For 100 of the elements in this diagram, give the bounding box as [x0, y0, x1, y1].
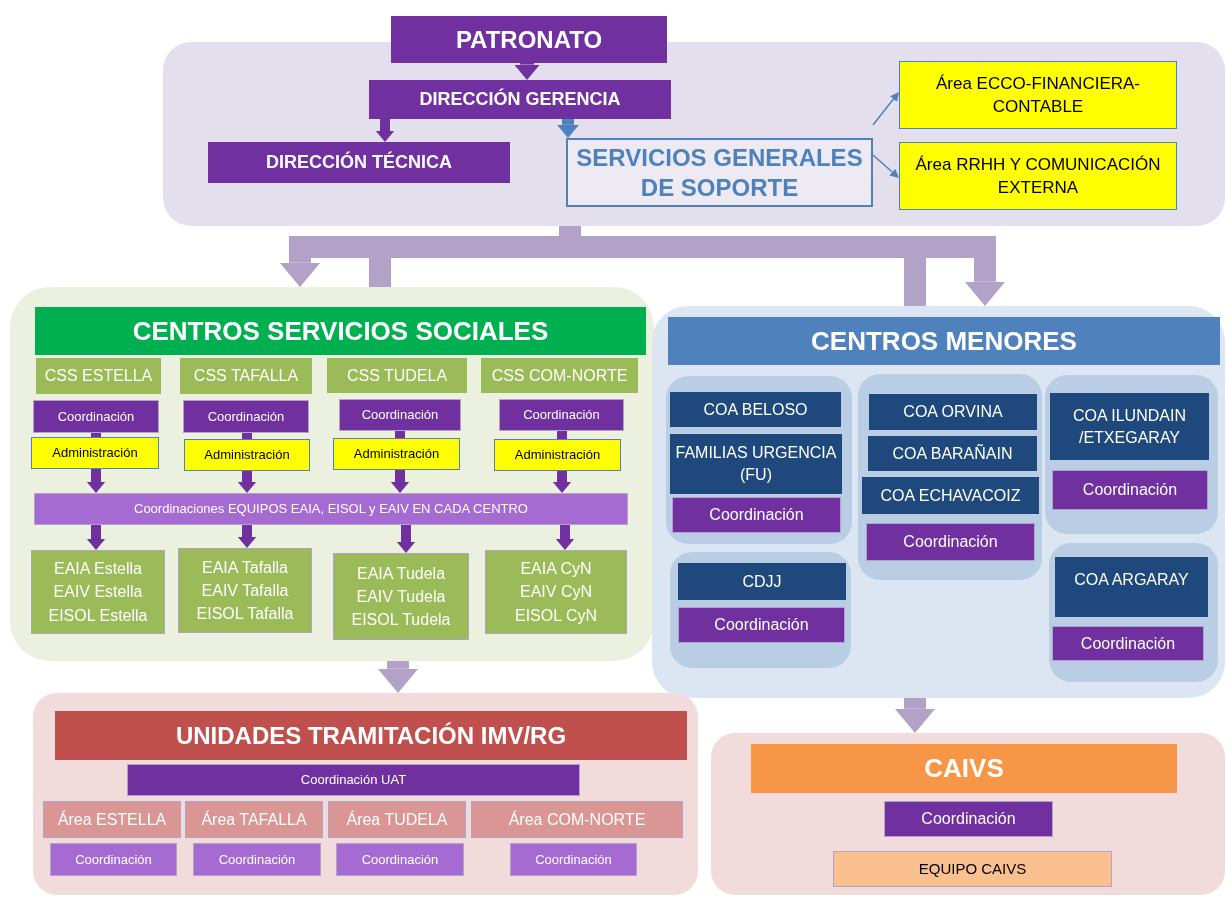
- arrow: [86, 469, 106, 493]
- title-bar: [35, 307, 646, 355]
- connector-line: [91, 433, 101, 437]
- unit-label: COA BARAÑAIN: [892, 443, 1013, 464]
- unit-label: DIRECCIÓN GERENCIA: [419, 87, 621, 111]
- unit-label: Coordinación: [361, 406, 439, 425]
- group-panel: [666, 376, 852, 544]
- arrow: [237, 525, 257, 548]
- connector-line: [557, 431, 567, 439]
- org-box: [369, 80, 671, 119]
- unit-label: COA ILUNDAIN /ETXEGARAY: [1072, 405, 1187, 448]
- org-box: [1055, 557, 1208, 617]
- unit-label: EISOL Tudela: [351, 610, 451, 631]
- unit-label: Coordinación UAT: [300, 771, 407, 790]
- unit-label: Coordinación: [1080, 633, 1176, 654]
- unit-label: Área COM-NORTE: [508, 809, 646, 830]
- unit-label: Administración: [52, 444, 138, 463]
- org-box: [193, 843, 321, 876]
- arrow: [375, 119, 395, 142]
- org-box: [328, 801, 466, 838]
- panel-background: [10, 287, 654, 661]
- arrow: [894, 698, 936, 733]
- org-box: [184, 439, 310, 471]
- org-box: [678, 607, 845, 643]
- org-box: [31, 437, 159, 469]
- org-box: [333, 553, 469, 640]
- unit-label: Coordinación: [57, 407, 135, 426]
- unit-label: Coordinación: [921, 809, 1016, 829]
- unit-label: EISOL Estella: [48, 605, 148, 626]
- unit-label: Coordinación: [218, 850, 296, 869]
- org-box: [31, 550, 165, 634]
- org-box: [127, 764, 580, 796]
- unit-label: EQUIPO CAIVS: [918, 858, 1027, 879]
- org-box: [34, 493, 628, 525]
- unit-label: EAIA Tafalla: [202, 557, 288, 578]
- unit-label: EAIA CyN: [520, 559, 592, 580]
- unit-label: EAIA Tudela: [356, 563, 446, 584]
- group-panel: [670, 552, 851, 668]
- unit-label: Área TAFALLA: [201, 809, 307, 830]
- arrow: [557, 119, 579, 138]
- org-box: [1050, 393, 1209, 460]
- title-bar: [751, 744, 1177, 793]
- unit-label: EAIA Estella: [53, 559, 142, 580]
- title-bar: [668, 317, 1220, 365]
- panel-background: [711, 733, 1225, 895]
- unit-label: Coordinación: [75, 850, 152, 869]
- unit-label: Coordinaciones EQUIPOS EAIA, EISOL y EAIV EN CADA CENTRO: [134, 500, 528, 519]
- org-box: [33, 400, 159, 433]
- unit-label: Coordinación: [523, 406, 600, 425]
- org-box: [36, 358, 161, 394]
- unit-label: Administración: [204, 446, 290, 465]
- org-box: [869, 394, 1037, 430]
- unit-label: COA ARGARAY: [1074, 570, 1189, 590]
- unit-label: COA ECHAVACOIZ: [880, 485, 1021, 506]
- group-panel: [858, 374, 1042, 580]
- unit-label: EISOL CyN: [514, 605, 598, 626]
- org-box: [672, 497, 841, 533]
- arrow: [396, 525, 416, 553]
- unit-label: EISOL Tafalla: [196, 604, 294, 625]
- unit-label: EAIV Tafalla: [201, 580, 289, 601]
- unit-label: CSS COM-NORTE: [491, 365, 628, 386]
- unit-label: PATRONATO: [455, 24, 603, 55]
- unit-label: UNIDADES TRAMITACIÓN IMV/RG: [175, 720, 567, 751]
- unit-label: Área ESTELLA: [57, 809, 167, 830]
- org-box: [866, 523, 1035, 561]
- arrow: [552, 471, 572, 493]
- unit-label: DIRECCIÓN TÉCNICA: [266, 150, 452, 174]
- org-box: [670, 434, 842, 494]
- unit-label: COA ORVINA: [903, 402, 1003, 422]
- unit-label: Coordinación: [535, 850, 612, 869]
- org-box: [43, 801, 181, 838]
- org-box: [899, 61, 1177, 129]
- unit-label: Coordinación: [709, 505, 804, 525]
- unit-label: Área TUDELA: [346, 809, 448, 830]
- unit-label: Coordinación: [714, 615, 809, 635]
- org-box: [333, 438, 460, 470]
- unit-label: Coordinación: [361, 850, 439, 869]
- org-box: [481, 358, 638, 393]
- unit-label: Área RRHH Y COMUNICACIÓN EXTERNA: [914, 153, 1162, 199]
- arrow: [390, 470, 410, 493]
- unit-label: CSS TUDELA: [346, 365, 448, 386]
- unit-label: Área ECCO-FINANCIERA-CONTABLE: [935, 72, 1141, 118]
- connector-line: [242, 433, 252, 439]
- org-box: [485, 550, 627, 634]
- title-bar: [55, 711, 687, 760]
- org-box: [1052, 470, 1208, 510]
- arrow: [514, 63, 540, 80]
- org-box: [50, 843, 177, 876]
- arrow: [86, 525, 106, 550]
- org-box: [884, 801, 1053, 837]
- org-box: [899, 142, 1177, 210]
- unit-label: EAIV Estella: [53, 582, 143, 603]
- unit-label: EAIV Tudela: [356, 586, 446, 607]
- arrow: [555, 525, 575, 550]
- org-box: [471, 801, 683, 838]
- unit-label: COA BELOSO: [703, 399, 808, 420]
- org-box: [327, 358, 467, 393]
- unit-label: CSS TAFALLA: [193, 366, 299, 386]
- org-box: [185, 801, 323, 838]
- org-box: [208, 142, 510, 183]
